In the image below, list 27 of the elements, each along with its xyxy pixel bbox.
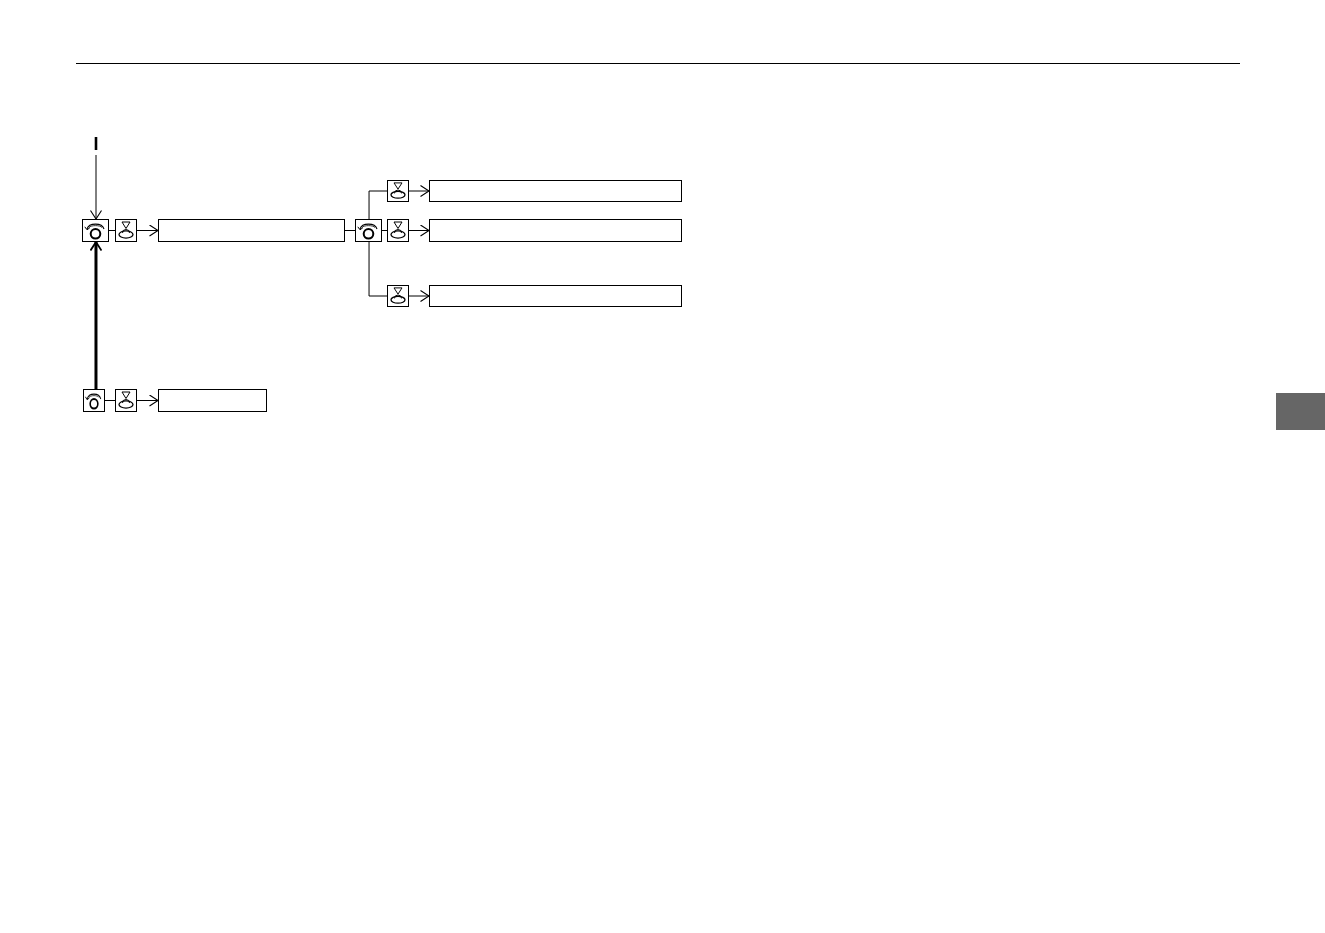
- arrow: [408, 289, 430, 303]
- push-button-icon: [115, 219, 137, 242]
- dial-icon: [83, 389, 105, 412]
- empty-box: [429, 180, 682, 202]
- start-label: I: [91, 134, 101, 155]
- push-button-icon: [387, 180, 409, 202]
- arrow: [408, 224, 430, 237]
- connector-line: [104, 400, 116, 401]
- arrow: [136, 224, 159, 237]
- connector-line: [344, 230, 356, 231]
- arrow: [408, 184, 430, 198]
- empty-box: [158, 389, 267, 412]
- connector-line: [381, 230, 388, 231]
- connector-line: [368, 241, 388, 297]
- connector-line: [108, 230, 116, 231]
- dial-icon: [355, 219, 382, 242]
- push-button-icon: [115, 389, 137, 412]
- empty-box: [429, 285, 682, 307]
- push-button-icon: [387, 219, 409, 242]
- arrow: [89, 241, 103, 389]
- arrow: [136, 394, 159, 407]
- dial-icon: [82, 219, 109, 242]
- connector-line: [368, 190, 388, 220]
- empty-box: [158, 219, 345, 242]
- push-button-icon: [387, 285, 409, 307]
- empty-box: [429, 219, 682, 242]
- arrow: [89, 154, 103, 220]
